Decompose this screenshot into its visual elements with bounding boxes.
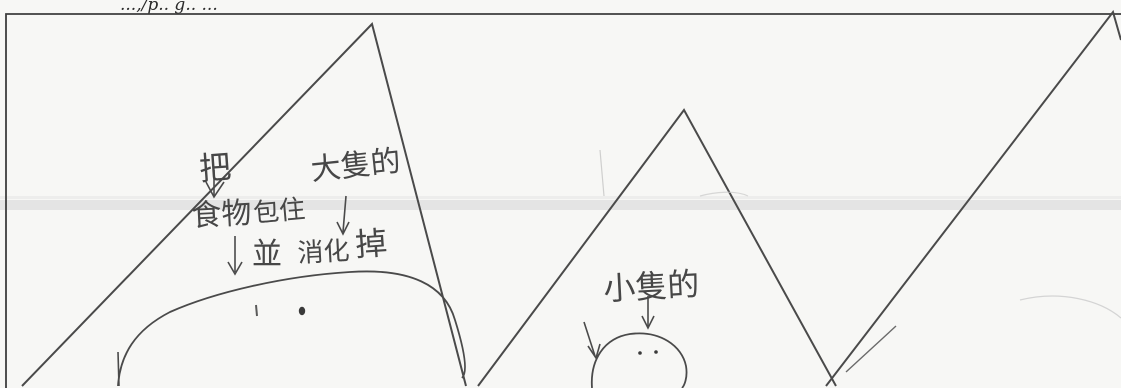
small-organism-outline: [591, 332, 688, 388]
label-small: 小隻的: [602, 265, 700, 308]
small-organism-eye-right: [654, 350, 658, 354]
arrow-ba-to-food: [205, 170, 225, 199]
large-organism-eye-right: [298, 306, 306, 316]
tall-mountain-outline: [825, 9, 1121, 387]
arrow-food-to-organism: [227, 236, 243, 276]
scan-fold-line: [0, 200, 1121, 210]
large-organism-eye-left: [255, 304, 258, 317]
label-diao: 掉: [354, 224, 389, 264]
label-bing: 並: [252, 237, 282, 272]
large-organism-outline: [117, 270, 466, 387]
arrow-small-to-organism: [641, 296, 655, 330]
drawing-frame: [5, 13, 1121, 388]
scan-fold-shadow: [0, 196, 1121, 199]
faint-pencil-trace: [599, 149, 605, 197]
label-food: 食物: [191, 196, 253, 234]
tall-mountain-inner-stroke: [845, 325, 897, 373]
top-caption-fragment: ...,/p.. g.. ...: [120, 0, 218, 15]
label-xiao-hua: 消化: [297, 236, 351, 269]
large-organism-left-edge: [117, 351, 120, 387]
faint-pencil-trace: [1019, 295, 1121, 319]
faint-pencil-trace: [699, 191, 749, 197]
arrow-left-to-organism: [583, 321, 601, 360]
label-ba: 把: [198, 148, 233, 188]
arrow-big-to-digest: [336, 195, 350, 236]
large-mountain-outline: [21, 22, 467, 387]
label-bao-zhu: 包住: [252, 195, 306, 229]
label-big: 大隻的: [309, 144, 402, 188]
small-organism-eye-left: [638, 351, 642, 355]
medium-mountain-outline: [477, 108, 837, 387]
